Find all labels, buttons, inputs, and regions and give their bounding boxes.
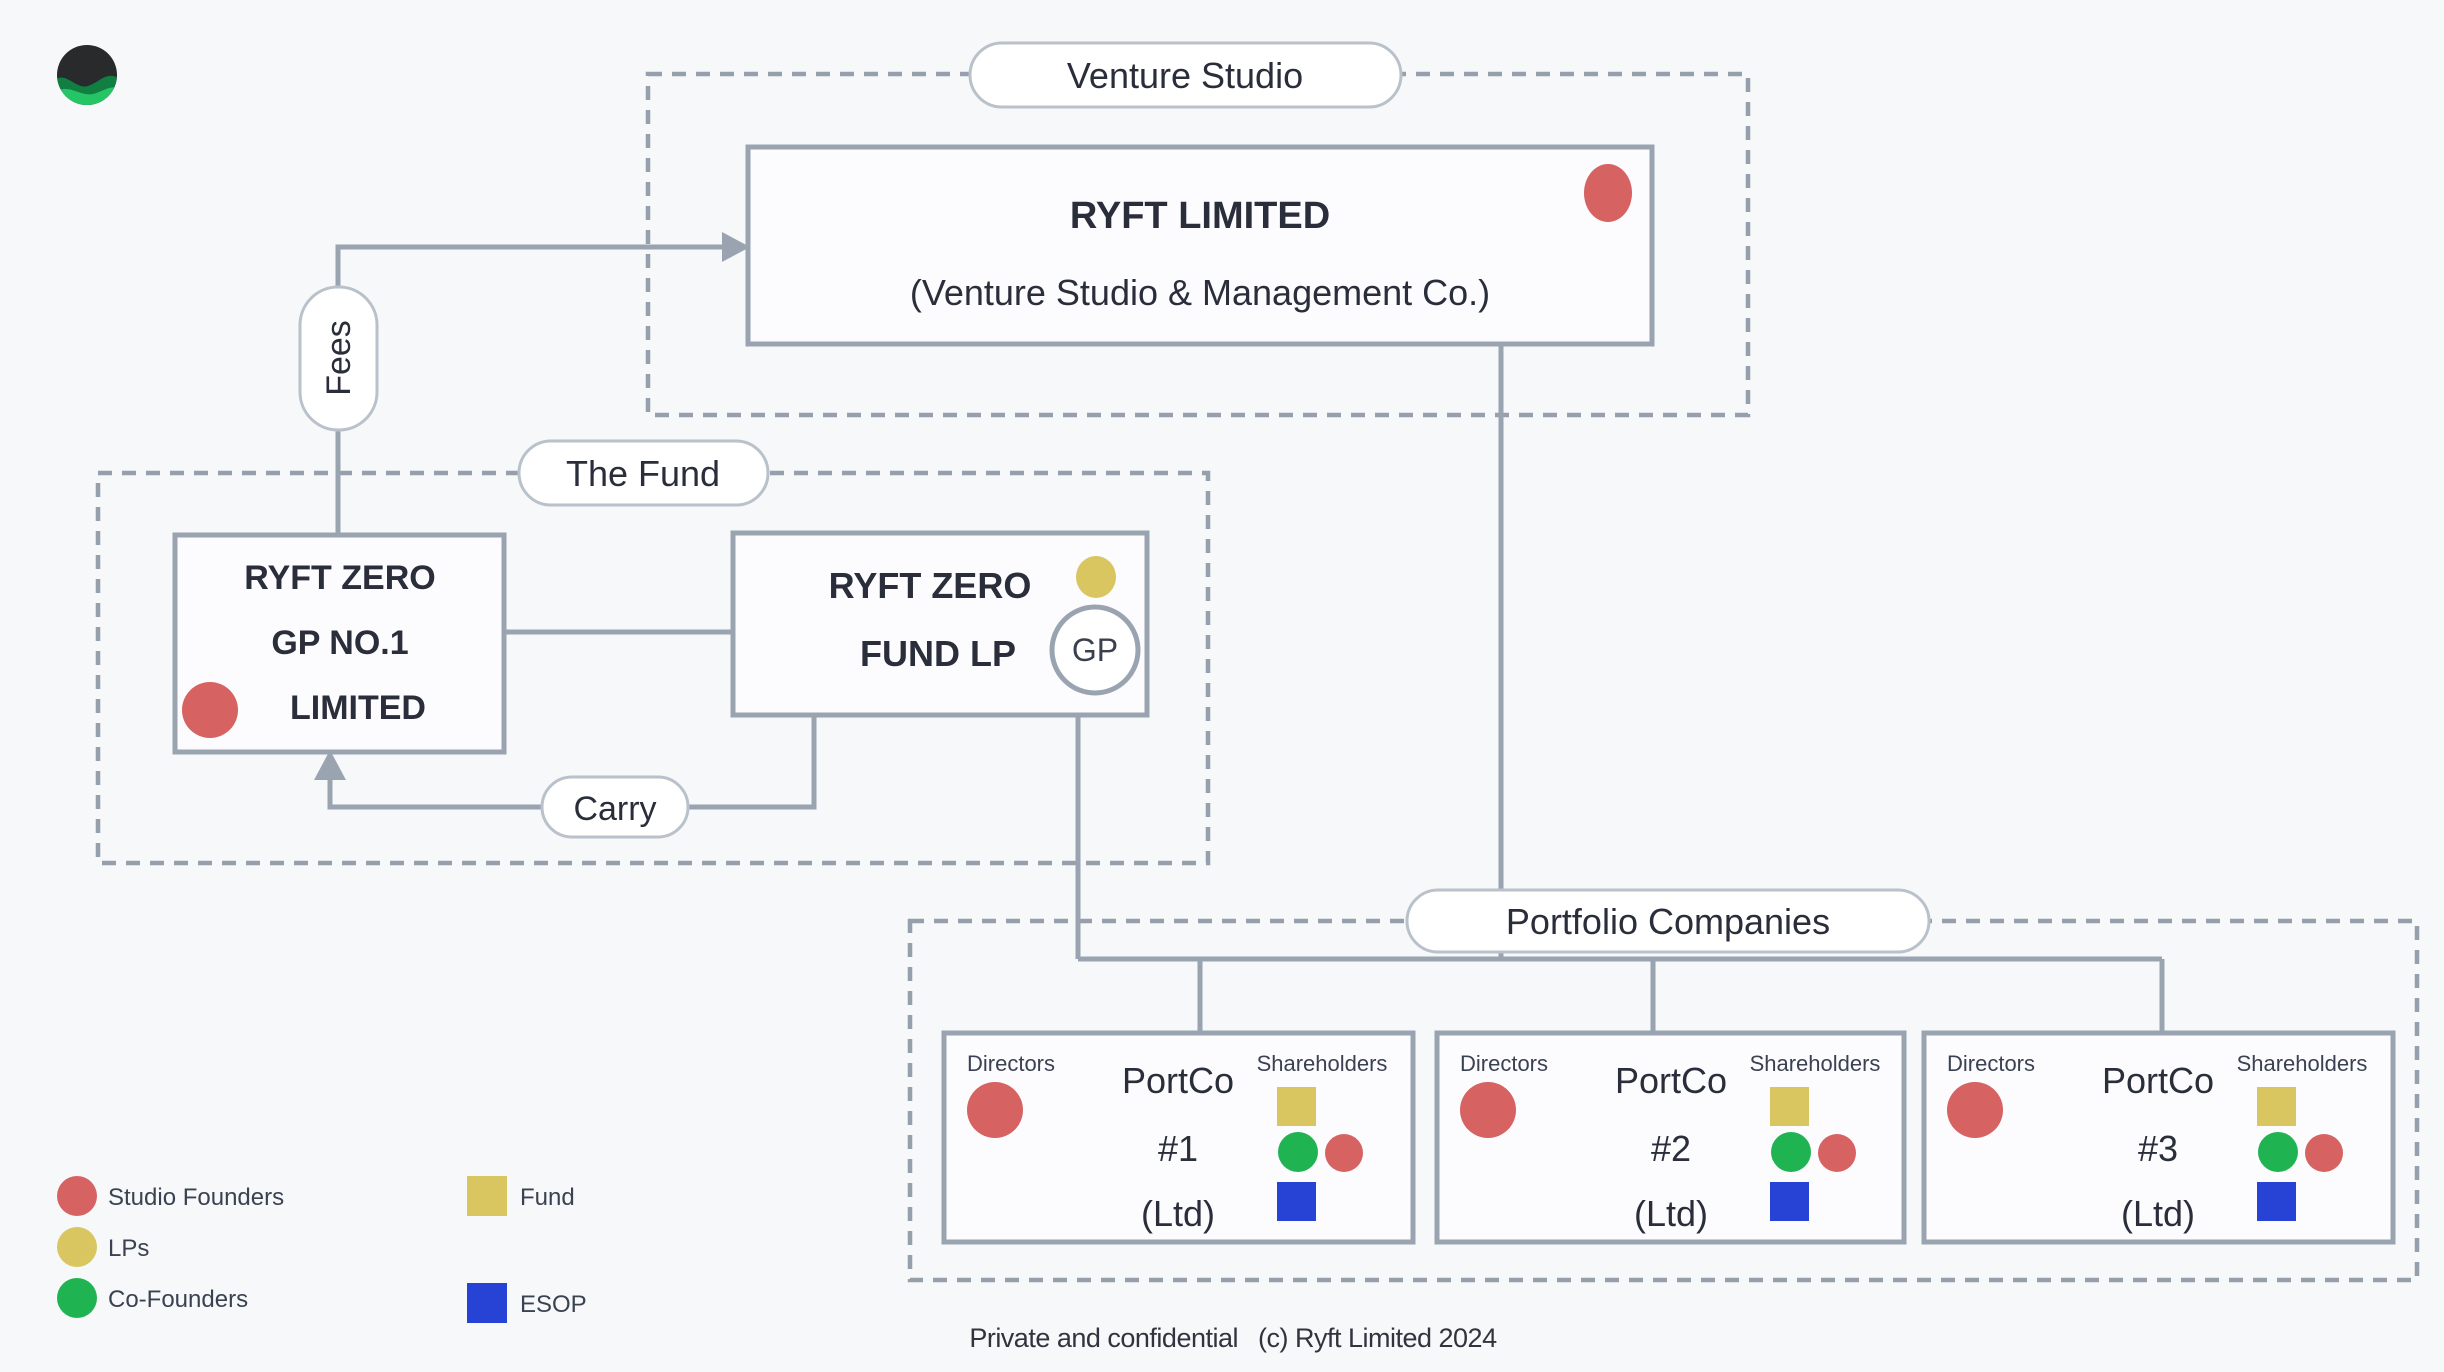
portco-number: #1 xyxy=(1158,1128,1198,1169)
ryft-logo xyxy=(57,45,117,105)
portco-suffix: (Ltd) xyxy=(1141,1193,1215,1234)
studio-founders-dot xyxy=(1818,1134,1856,1172)
fund-lp-node: RYFT ZERO FUND LP GP xyxy=(730,530,1150,718)
fees-arrowhead-icon xyxy=(722,232,750,262)
studio-founders-dot xyxy=(1584,164,1632,222)
pill-shape xyxy=(1405,888,1931,954)
pill-shape xyxy=(517,439,770,507)
legend-esop-label: ESOP xyxy=(520,1291,587,1318)
carry-arrowhead-icon xyxy=(314,750,346,780)
co-founders-dot xyxy=(1771,1132,1811,1172)
ryft-limited-subtitle: (Venture Studio & Management Co.) xyxy=(910,272,1490,313)
gp-no1-node: RYFT ZERO GP NO.1 LIMITED xyxy=(172,532,507,755)
portco-suffix: (Ltd) xyxy=(1634,1193,1708,1234)
legend: Studio Founders LPs Co-Founders Fund ESO… xyxy=(57,1176,587,1323)
lps-dot xyxy=(1076,556,1116,598)
directors-label: Directors xyxy=(1947,1051,2035,1076)
legend-studio-founders-label: Studio Founders xyxy=(108,1184,284,1211)
carry-edge-pill: Carry xyxy=(540,775,690,839)
portco-number: #3 xyxy=(2138,1128,2178,1169)
footer-confidential-text: Private and confidential xyxy=(969,1323,1238,1353)
fees-edge-pill: Fees xyxy=(298,285,379,432)
esop-square xyxy=(1770,1182,1809,1221)
pill-shape xyxy=(540,775,690,839)
footer: Private and confidential (c) Ryft Limite… xyxy=(969,1323,1497,1353)
gp-badge-circle xyxy=(1049,604,1141,696)
fund-lp-line1: RYFT ZERO xyxy=(829,565,1032,606)
studio-founders-dot xyxy=(967,1082,1023,1138)
portco-2-node: Directors PortCo #2 (Ltd) Shareholders xyxy=(1434,1030,1907,1245)
fees-label: Fees xyxy=(320,320,358,396)
ryft-limited-title: RYFT LIMITED xyxy=(1070,195,1330,237)
portco-3-node: Directors PortCo #3 (Ltd) Shareholders xyxy=(1921,1030,2396,1245)
venture-studio-label: Venture Studio xyxy=(1067,55,1303,96)
legend-fund-label: Fund xyxy=(520,1184,575,1211)
studio-founders-dot xyxy=(182,682,238,738)
gp-no1-line1: RYFT ZERO xyxy=(244,559,435,597)
fund-label: The Fund xyxy=(566,453,720,494)
esop-square xyxy=(2257,1182,2296,1221)
gp-badge-label: GP xyxy=(1072,632,1118,668)
portfolio-label-pill: Portfolio Companies xyxy=(1405,888,1931,954)
footer-copyright-text: (c) Ryft Limited 2024 xyxy=(1258,1323,1497,1353)
legend-co-founders-label: Co-Founders xyxy=(108,1286,248,1313)
fund-square xyxy=(1770,1087,1809,1126)
legend-lps-dot xyxy=(57,1227,97,1267)
portfolio-label: Portfolio Companies xyxy=(1506,901,1830,942)
venture-studio-label-pill: Venture Studio xyxy=(968,41,1403,109)
studio-founders-dot xyxy=(1325,1134,1363,1172)
studio-founders-dot xyxy=(2305,1134,2343,1172)
portco-name: PortCo xyxy=(1615,1060,1727,1101)
co-founders-dot xyxy=(1278,1132,1318,1172)
legend-lps-label: LPs xyxy=(108,1235,149,1262)
fund-square xyxy=(2257,1087,2296,1126)
fees-connector-line xyxy=(335,244,724,535)
fund-label-pill: The Fund xyxy=(517,439,770,507)
pill-shape xyxy=(298,285,379,432)
esop-square xyxy=(1277,1182,1316,1221)
ryft-limited-node: RYFT LIMITED (Venture Studio & Managemen… xyxy=(745,144,1655,347)
legend-fund-square xyxy=(467,1176,507,1216)
pill-shape xyxy=(968,41,1403,109)
shareholders-label: Shareholders xyxy=(2237,1051,2368,1076)
portco-1-node: Directors PortCo #1 (Ltd) Shareholders xyxy=(941,1030,1416,1245)
gp-no1-line3: LIMITED xyxy=(290,689,426,727)
shareholders-label: Shareholders xyxy=(1257,1051,1388,1076)
portco-name: PortCo xyxy=(1122,1060,1234,1101)
studio-founders-dot xyxy=(1460,1082,1516,1138)
portco-number: #2 xyxy=(1651,1128,1691,1169)
fund-lp-line2: FUND LP xyxy=(860,633,1016,674)
ryft-limited-box xyxy=(745,144,1655,347)
studio-founders-dot xyxy=(1947,1082,2003,1138)
fund-square xyxy=(1277,1087,1316,1126)
legend-esop-square xyxy=(467,1283,507,1323)
co-founders-dot xyxy=(2258,1132,2298,1172)
shareholders-label: Shareholders xyxy=(1750,1051,1881,1076)
directors-label: Directors xyxy=(1460,1051,1548,1076)
portco-name: PortCo xyxy=(2102,1060,2214,1101)
gp-no1-line2: GP NO.1 xyxy=(271,624,408,662)
directors-label: Directors xyxy=(967,1051,1055,1076)
legend-studio-founders-dot xyxy=(57,1176,97,1216)
carry-label: Carry xyxy=(573,790,656,828)
legend-co-founders-dot xyxy=(57,1278,97,1318)
portco-suffix: (Ltd) xyxy=(2121,1193,2195,1234)
